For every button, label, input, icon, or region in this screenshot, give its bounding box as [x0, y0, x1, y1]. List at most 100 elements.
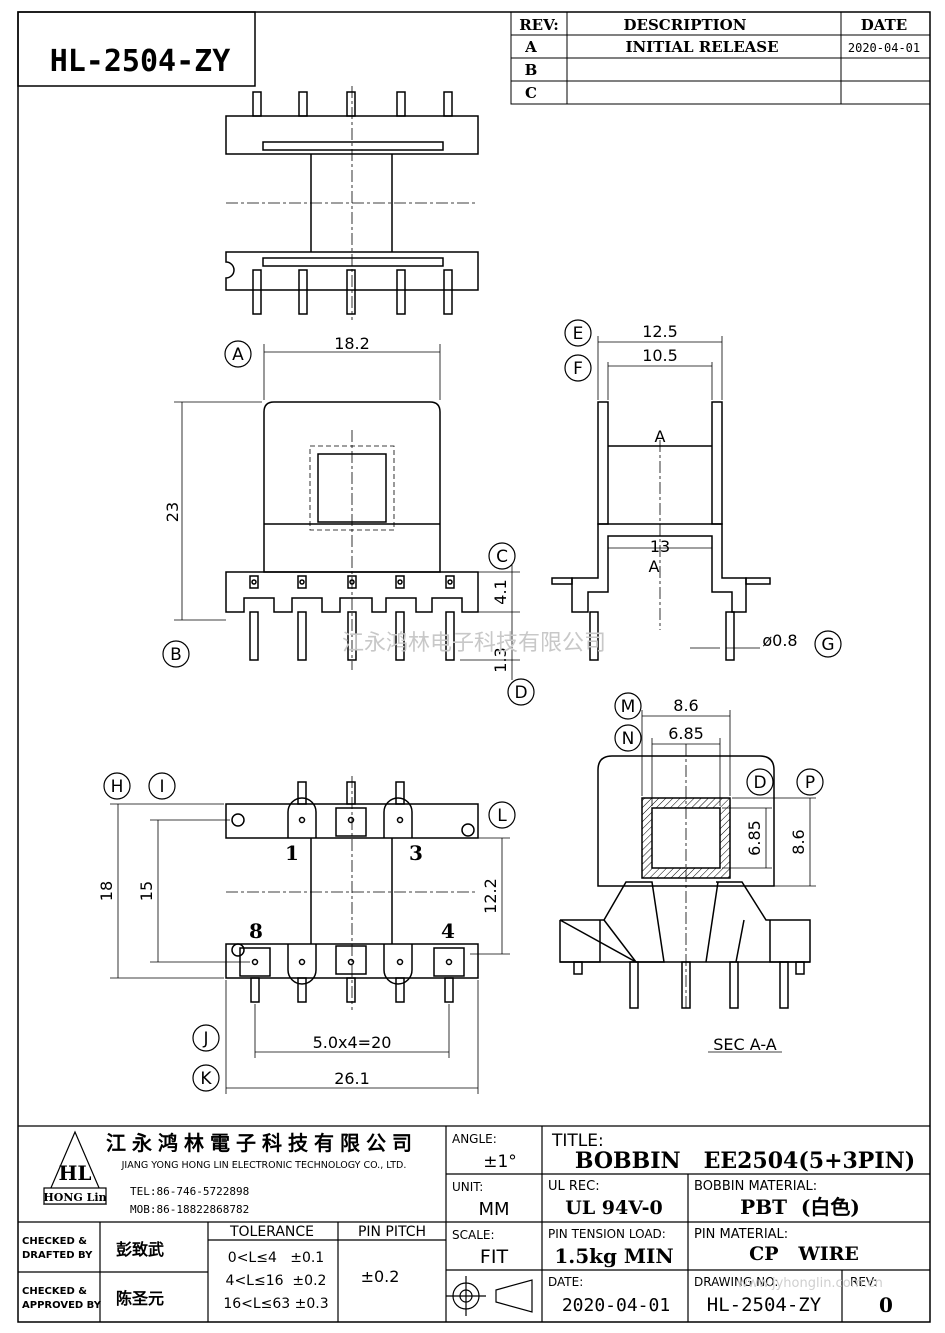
pin-pitch-label: PIN PITCH	[358, 1224, 426, 1240]
dim-8-6-m: 8.6	[673, 696, 698, 715]
ul-label: UL REC:	[548, 1179, 600, 1194]
callout-d: D	[514, 683, 527, 703]
drawing-no-label: DRAWING NO:	[694, 1275, 778, 1289]
callout-a: A	[232, 345, 244, 365]
pin-number-8: 8	[249, 919, 263, 943]
side-view	[551, 401, 771, 661]
pin-tension-label: PIN TENSION LOAD:	[548, 1227, 666, 1241]
section-view	[559, 755, 811, 1009]
dim-23: 23	[163, 502, 182, 522]
rev-a-description: INITIAL RELEASE	[625, 38, 778, 56]
rev-c: C	[525, 84, 537, 102]
callout-m: M	[621, 697, 636, 717]
top-view-centerlines	[226, 86, 478, 320]
side-view-dims	[597, 336, 760, 649]
dim-6-85-o: 6.85	[745, 820, 764, 856]
callout-i: I	[159, 777, 164, 797]
scale-value: FIT	[480, 1246, 509, 1268]
callout-circles	[103, 319, 842, 1092]
dim-12-5: 12.5	[642, 322, 678, 341]
dim-1-3: 1.3	[491, 647, 510, 672]
tolerance-label: TOLERANCE	[229, 1224, 314, 1240]
callout-j: J	[202, 1029, 208, 1049]
title-label: TITLE:	[551, 1131, 604, 1151]
callout-b: B	[170, 645, 182, 665]
callout-l: L	[497, 806, 507, 826]
top-view	[225, 91, 479, 315]
checked-approved-label-1: CHECKED &	[22, 1286, 87, 1297]
callout-f: F	[573, 359, 583, 379]
dim-18-2: 18.2	[334, 334, 370, 353]
callout-c: C	[496, 547, 508, 567]
rev-header: REV:	[519, 16, 559, 34]
date-label: DATE:	[548, 1275, 583, 1289]
dim-8-6-p: 8.6	[789, 829, 808, 854]
section-mark-top: A	[655, 427, 666, 446]
company-logo	[43, 1130, 107, 1205]
dim-26-1: 26.1	[334, 1069, 370, 1088]
logo-subtext: HONG Lin	[43, 1191, 106, 1204]
drawing-number-box: HL-2504-ZY	[17, 11, 256, 87]
company-tel: TEL:86-746-5722898	[130, 1185, 249, 1198]
revision-table	[510, 11, 931, 105]
unit-label: UNIT:	[452, 1180, 483, 1194]
projection-symbol	[446, 1276, 533, 1316]
dim-4-1: 4.1	[491, 579, 510, 604]
scale-label: SCALE:	[452, 1228, 495, 1242]
site-watermark: www.jyhonglin.com.cn	[737, 1276, 883, 1291]
watermark: 江永鸿林电子科技有限公司	[342, 631, 606, 656]
company-name-en: JIANG YONG HONG LIN ELECTRONIC TECHNOLOG…	[121, 1160, 407, 1171]
dim-10-5: 10.5	[642, 346, 678, 365]
dim-18: 18	[97, 881, 116, 901]
dim-15: 15	[137, 881, 156, 901]
company-name-cn: 江永鸿林電子科技有限公司	[106, 1131, 418, 1155]
title-block	[18, 1125, 930, 1322]
angle-value: ±1°	[483, 1152, 517, 1172]
front-view-dims	[174, 344, 520, 680]
pin-number-3: 3	[409, 841, 423, 865]
bobbin-material-value: PBT (白色)	[740, 1195, 860, 1219]
callout-k: K	[200, 1069, 212, 1089]
logo-text: HL	[59, 1161, 92, 1185]
approver-name: 陈圣元	[116, 1289, 164, 1308]
pin-number-4: 4	[441, 919, 455, 943]
drawing-number: HL-2504-ZY	[50, 44, 231, 79]
ul-value: UL 94V-0	[565, 1197, 662, 1219]
dim-13: 13	[650, 537, 670, 556]
unit-value: MM	[478, 1199, 509, 1220]
dim-pin-diameter: ø0.8	[762, 631, 797, 650]
dim-6-85-n: 6.85	[668, 724, 704, 743]
tolerance-row-1: 0<L≤4 ±0.1	[228, 1250, 324, 1266]
section-view-dims	[641, 710, 816, 1053]
callout-h: H	[111, 777, 124, 797]
date-value: 2020-04-01	[562, 1295, 670, 1316]
callout-g: G	[821, 635, 834, 655]
tolerance-row-3: 16<L≤63 ±0.3	[223, 1296, 328, 1312]
rev-label: REV:	[850, 1275, 877, 1289]
callout-d-section: D	[753, 773, 766, 793]
date-header: DATE	[861, 16, 907, 34]
company-mob: MOB:86-18822868782	[130, 1203, 249, 1216]
dim-12-2: 12.2	[481, 878, 500, 914]
rev-a-date: 2020-04-01	[848, 41, 920, 55]
sheet-border	[17, 11, 931, 1323]
description-header: DESCRIPTION	[624, 16, 747, 34]
bottom-view-dims	[110, 803, 510, 1094]
tolerance-row-2: 4<L≤16 ±0.2	[226, 1273, 327, 1289]
dim-pitch: 5.0x4=20	[313, 1033, 392, 1052]
drawing-no-value: HL-2504-ZY	[707, 1294, 822, 1316]
callout-e: E	[573, 324, 584, 344]
callout-n: N	[622, 729, 635, 749]
pin-material-label: PIN MATERIAL:	[694, 1227, 788, 1242]
pin-material-value: CP WIRE	[749, 1243, 859, 1265]
section-mark-bottom: A	[649, 557, 660, 576]
drafter-name: 彭致武	[116, 1240, 164, 1259]
rev-a: A	[524, 38, 537, 56]
rev-value: 0	[879, 1293, 893, 1317]
title-value: BOBBIN EE2504(5+3PIN)	[575, 1148, 915, 1174]
checked-approved-label-2: APPROVED BY	[22, 1300, 102, 1311]
checked-drafted-label-1: CHECKED &	[22, 1236, 87, 1247]
rev-b: B	[525, 61, 538, 79]
checked-drafted-label-2: DRAFTED BY	[22, 1250, 93, 1261]
